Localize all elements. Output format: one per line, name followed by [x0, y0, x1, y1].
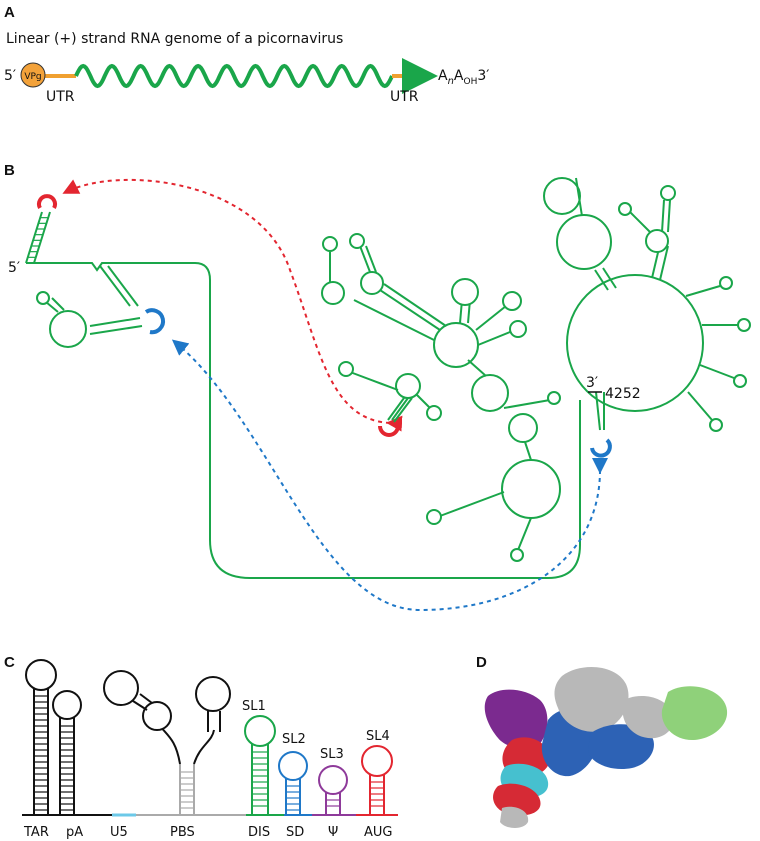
u5-label: U5 — [110, 825, 128, 840]
left-hairpin-stem — [25, 211, 51, 264]
sl3-label: SL3 — [320, 747, 344, 762]
panel-d-letter: D — [476, 654, 487, 671]
red-long-range-interaction — [62, 178, 403, 432]
pbs-label: PBS — [170, 825, 195, 840]
utr-left-label: UTR — [46, 89, 75, 105]
panel-a: A Linear (+) strand RNA genome of a pico… — [4, 4, 489, 105]
sl4-label: SL4 — [366, 729, 390, 744]
psi-label: Ψ — [328, 825, 338, 840]
poly-a-tail-label: AnAOH3′ — [438, 68, 489, 87]
red-loop-5prime — [37, 194, 57, 209]
blue-long-range-interaction — [171, 339, 609, 612]
sl1-dis-stem-loop — [244, 715, 276, 815]
utr-right-label: UTR — [390, 89, 419, 105]
dis-label: DIS — [248, 825, 270, 840]
aug-label: AUG — [364, 825, 392, 840]
genome-five-prime-label: 5′ — [4, 68, 16, 84]
panel-b: B 5′ — [4, 162, 751, 612]
sd-label: SD — [286, 825, 304, 840]
left-stem-loop-system — [36, 265, 143, 348]
central-domain — [321, 233, 561, 562]
sl3-psi-stem-loop — [318, 765, 348, 815]
rna-three-prime-label: 3′ — [586, 375, 598, 391]
molecular-surface-model — [484, 666, 728, 828]
panel-a-letter: A — [4, 4, 15, 21]
pa-label: pA — [66, 825, 83, 840]
sl4-aug-stem-loop — [361, 745, 393, 815]
panel-b-letter: B — [4, 162, 15, 179]
rna-five-prime-label: 5′ — [8, 260, 20, 276]
three-prime-domain — [543, 177, 751, 432]
coding-region-wave — [74, 63, 394, 89]
sl2-label: SL2 — [282, 732, 306, 747]
pa-stem-loop — [52, 690, 82, 815]
vpg-label: VPg — [24, 72, 41, 82]
panel-d: D — [476, 654, 728, 828]
red-loop-internal — [378, 425, 400, 437]
rna-backbone — [26, 262, 581, 579]
blue-loop-5prime — [144, 308, 166, 335]
blue-loop-3prime — [590, 438, 612, 458]
sl2-sd-stem-loop — [278, 751, 308, 815]
sl1-label: SL1 — [242, 699, 266, 714]
nucleotide-position-label: 4252 — [605, 386, 641, 402]
tar-label: TAR — [23, 825, 49, 840]
panel-c-letter: C — [4, 654, 15, 671]
vpg-protein — [20, 62, 46, 88]
panel-c: C — [4, 654, 398, 840]
panel-a-title: Linear (+) strand RNA genome of a picorn… — [6, 31, 343, 47]
pbs-stem-loop — [103, 670, 231, 815]
